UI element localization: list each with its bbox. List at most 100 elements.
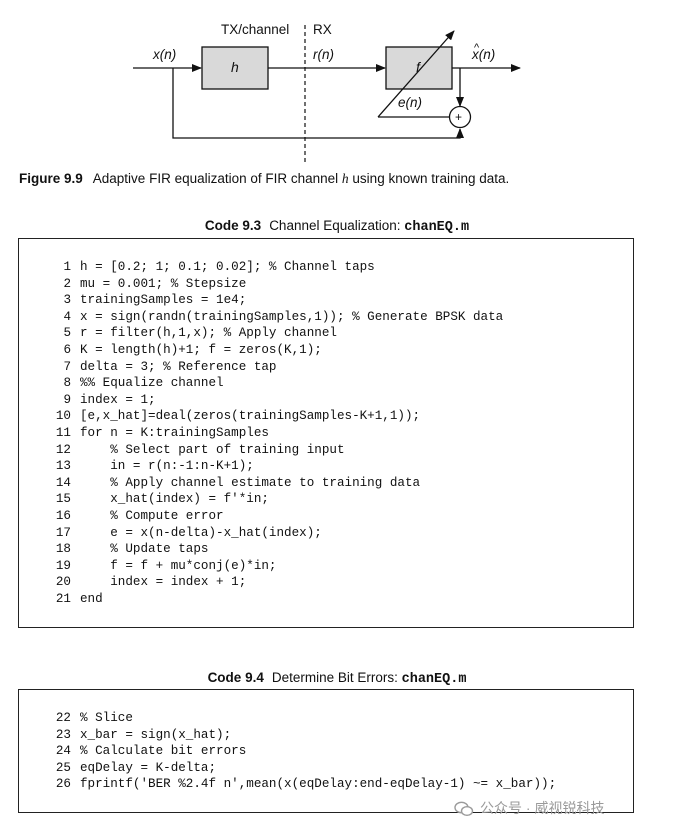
line-number: 9 [63,392,71,407]
figure-caption: Figure 9.9 Adaptive FIR equalization of F… [19,171,509,187]
code-line: 22 % Slice [45,710,556,727]
code-text: K = length(h)+1; f = zeros(K,1); [80,342,322,357]
watermark-text: 公众号 · 威视锐科技 [480,800,605,816]
summer-sign: + [455,110,462,124]
code-text: % Apply channel estimate to training dat… [80,475,421,490]
rx-section-label: RX [313,22,332,37]
code-text: delta = 3; % Reference tap [80,359,277,374]
caption-text-before: Adaptive FIR equalization of FIR channel [92,171,342,186]
code-text: x = sign(randn(trainingSamples,1)); % Ge… [80,309,504,324]
code-line: 16 % Compute error [45,508,503,525]
code-line: 20 index = index + 1; [45,574,503,591]
code-line: 15 x_hat(index) = f'*in; [45,491,503,508]
line-number: 2 [63,276,71,291]
code-text: e = x(n-delta)-x_hat(index); [80,525,322,540]
output-hat-mark: ^ [474,42,480,54]
filter-block [385,46,453,90]
adaptation-arrow [377,30,455,118]
line-number: 4 [63,309,71,324]
code-text: trainingSamples = 1e4; [80,293,247,308]
code-line: 21 end [45,591,503,608]
code-line: 5 r = filter(h,1,x); % Apply channel [45,325,503,342]
training-reference-path [172,68,464,139]
code-line: 4 x = sign(randn(trainingSamples,1)); % G… [45,309,503,326]
code-line: 10 [e,x_hat]=deal(zeros(trainingSamples-K… [45,408,503,425]
code-text: fprintf('BER %2.4f n',mean(x(eqDelay:end… [80,777,557,792]
code-line: 2 mu = 0.001; % Stepsize [45,276,503,293]
code-block-1-filename: chanEQ.m [404,220,470,235]
code-text: [e,x_hat]=deal(zeros(trainingSamples-K+1… [80,409,421,424]
received-signal-label: r(n) [313,47,334,62]
code-line: 9 index = 1; [45,392,503,409]
code-block-2-title: Code 9.4 Determine Bit Errors: chanEQ.m [0,670,674,687]
code-text: index = 1; [80,392,156,407]
code-text: % Calculate bit errors [80,744,247,759]
line-number: 8 [63,376,71,391]
code-line: 8%% Equalize channel [45,375,503,392]
code-line: 12 % Select part of training input [45,442,503,459]
code-line: 13 in = r(n:-1:n-K+1); [45,458,503,475]
input-label: x(n) [152,47,176,62]
line-number: 25 [55,760,71,775]
line-number: 14 [55,475,71,490]
line-number: 16 [55,508,71,523]
line-number: 11 [55,425,71,440]
watermark: 公众号 · 威视锐科技 [454,798,604,818]
code-text: r = filter(h,1,x); % Apply channel [80,326,337,341]
caption-channel-symbol: h [341,171,349,186]
code-text: % Compute error [80,508,224,523]
code-text: end [80,591,103,606]
code-line: 3 trainingSamples = 1e4; [45,292,503,309]
figure-number: Figure 9.9 [19,171,83,186]
line-number: 13 [55,459,71,474]
line-number: 22 [55,711,71,725]
tx-section-label: TX/channel [221,22,289,37]
filter-block-label: f [416,59,422,75]
code-text: % Slice [80,711,133,725]
line-number: 20 [55,575,71,590]
code-line: 19 f = f + mu*conj(e)*in; [45,558,503,575]
code-text: x_hat(index) = f'*in; [80,492,269,507]
line-number: 21 [55,591,71,606]
equalizer-block-diagram: x(n) TX/channel RX h r(n) f ^ x(n) e(n) … [133,22,521,165]
code-line: 14 % Apply channel estimate to training … [45,475,503,492]
code-text: % Select part of training input [80,442,345,457]
code-line: 25 eqDelay = K-delta; [45,760,556,777]
code-line: 18 % Update taps [45,541,503,558]
code-block-2-title-text: Determine Bit Errors: [271,670,402,685]
caption-text-after: using known training data. [348,171,510,186]
line-number: 5 [63,326,71,341]
code-text: in = r(n:-1:n-K+1); [80,459,254,474]
code-text: % Update taps [80,542,209,557]
line-number: 17 [55,525,71,540]
line-number: 6 [63,342,71,357]
output-label: x(n) [471,47,495,62]
code-block-2-number: Code 9.4 [207,670,264,685]
line-number: 26 [55,777,71,792]
line-number: 19 [55,558,71,573]
line-number: 23 [55,727,71,742]
code-block-1-number: Code 9.3 [204,218,262,233]
summing-junction [448,105,472,129]
line-number: 10 [55,409,71,424]
code-text: eqDelay = K-delta; [80,760,217,775]
line-number: 24 [55,744,71,759]
line-number: 3 [63,293,71,308]
code-text: x_bar = sign(x_hat); [80,727,232,742]
code-block-2: 22 % Slice 23 x_bar = sign(x_hat); 24 % Calcu… [18,689,634,813]
code-text: h = [0.2; 1; 0.1; 0.02]; % Channel taps [80,260,375,274]
line-number: 12 [55,442,71,457]
code-text: f = f + mu*conj(e)*in; [80,558,277,573]
code-block-2-lines: 22 % Slice 23 x_bar = sign(x_hat); 24 % Calcu… [45,710,556,793]
code-block-2-filename: chanEQ.m [401,672,467,687]
code-line: 23 x_bar = sign(x_hat); [45,727,556,744]
code-text: mu = 0.001; % Stepsize [80,276,247,291]
line-number: 15 [55,492,71,507]
wechat-icon [454,801,474,817]
